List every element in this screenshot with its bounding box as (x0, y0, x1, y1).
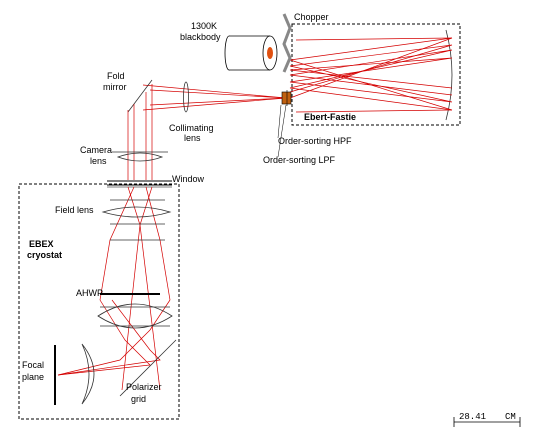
label-blackbody-2: blackbody (180, 32, 221, 42)
vertical-beam-upper (127, 84, 153, 180)
label-lpf: Order-sorting LPF (263, 155, 336, 165)
label-fold-mirror-1: Fold (107, 71, 125, 81)
scale-bar (453, 417, 521, 427)
label-scale-unit: CM (505, 412, 516, 422)
cryostat-beam (57, 186, 171, 391)
horizontal-beam (142, 84, 287, 111)
label-ebert-fastie: Ebert-Fastie (304, 112, 356, 122)
label-polarizer-2: grid (131, 394, 146, 404)
label-fold-mirror-2: mirror (103, 82, 127, 92)
label-hpf: Order-sorting HPF (278, 136, 352, 146)
ebert-mirror (445, 29, 453, 121)
label-blackbody-1: 1300K (191, 21, 217, 31)
label-cryostat-1: EBEX (29, 239, 54, 249)
label-field-lens: Field lens (55, 205, 94, 215)
window (107, 180, 172, 188)
fold-mirror (127, 79, 153, 113)
label-cryostat-2: cryostat (27, 250, 62, 260)
blackbody-source (224, 35, 278, 71)
collimating-lens (183, 81, 189, 113)
label-scale-value: 28.41 (459, 412, 486, 422)
cryostat-box (18, 183, 180, 420)
label-focal-plane-2: plane (22, 372, 44, 382)
label-window: Window (172, 174, 205, 184)
camera-lens (112, 151, 168, 162)
leader-lines (277, 104, 287, 158)
focal-lens (81, 343, 95, 405)
label-collimating-2: lens (184, 133, 201, 143)
cryostat-lens (97, 303, 173, 329)
label-chopper: Chopper (294, 12, 329, 22)
label-polarizer-1: Polarizer (126, 382, 162, 392)
label-focal-plane-1: Focal (22, 360, 44, 370)
label-collimating-1: Collimating (169, 123, 214, 133)
order-sorting-filters (281, 91, 292, 105)
field-lens (101, 199, 172, 241)
polarizer-grid (119, 339, 177, 397)
ebert-fastie-rays (289, 37, 453, 113)
label-camera-lens-2: lens (90, 156, 107, 166)
label-ahwp: AHWP (76, 288, 103, 298)
label-camera-lens-1: Camera (80, 145, 112, 155)
chopper (282, 13, 292, 73)
